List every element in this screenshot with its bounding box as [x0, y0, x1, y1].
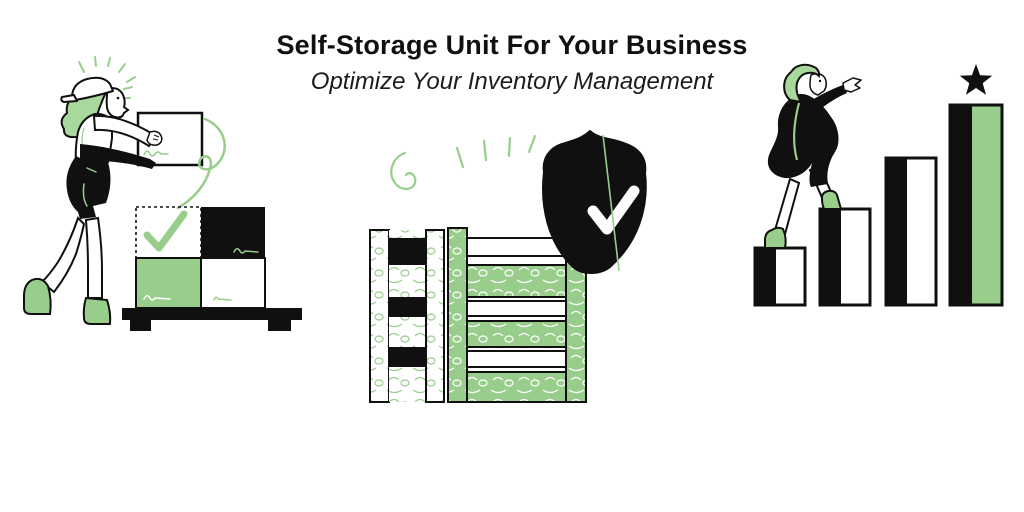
- crate-plank-mid: [425, 229, 445, 403]
- worker-eye: [116, 96, 120, 100]
- bar-3: [884, 156, 938, 307]
- crate-rail-left: [447, 227, 468, 403]
- page-title: Self-Storage Unit For Your Business: [276, 30, 748, 60]
- climber-back-leg: [773, 177, 801, 236]
- crate-gap-black-bands: [389, 238, 426, 367]
- climber-pointing-hand: [842, 77, 862, 93]
- white-box-scribble: [213, 296, 232, 301]
- worker-face: [105, 87, 130, 119]
- climber-hair: [783, 63, 821, 104]
- shield-checkmark: [587, 185, 640, 235]
- bar-2: [818, 207, 872, 307]
- secured-crate-svg: [369, 130, 647, 403]
- crate-plank-left: [369, 229, 390, 403]
- pallet: [122, 308, 302, 331]
- crate-slat-white-2: [454, 300, 583, 317]
- crate-slat-green-2: [451, 320, 586, 348]
- green-box: [135, 257, 202, 309]
- illustration-worker-stacking-boxes: [18, 56, 318, 341]
- sparkle-lines-icon: [78, 56, 136, 99]
- climber-figure: [764, 63, 862, 249]
- bar-4: [948, 103, 1004, 307]
- crate-slat-green-3: [451, 371, 586, 403]
- shield-leaf-line: [602, 134, 620, 272]
- held-box-scribble: [143, 150, 169, 157]
- black-box-scribble: [233, 248, 259, 254]
- climber-eye: [818, 79, 822, 83]
- shield-body: [542, 130, 647, 274]
- worker-cap-brim: [60, 94, 78, 103]
- climber-front-boot: [820, 189, 843, 210]
- wood-crate: [369, 227, 587, 403]
- worker-shorts-accent: [82, 167, 97, 207]
- growth-climb-svg: [753, 63, 1004, 307]
- crate-slat-white-3: [454, 350, 583, 368]
- shield-check-icon: [542, 130, 647, 274]
- worker-back-boot: [23, 277, 52, 315]
- worker-front-leg: [84, 216, 103, 299]
- page-subtitle: Optimize Your Inventory Management: [310, 68, 714, 96]
- green-box-scribble: [143, 295, 171, 301]
- swirl-icon: [390, 151, 417, 191]
- bar-steps: [753, 103, 1004, 307]
- worker-back-leg: [40, 216, 86, 294]
- worker-shorts: [66, 156, 111, 219]
- checkmark-icon: [143, 210, 188, 252]
- box-stack: [135, 206, 266, 309]
- header: Self-Storage Unit For Your Business Opti…: [0, 30, 1024, 96]
- white-box: [200, 257, 266, 309]
- worker-hand-knuckles: [152, 134, 160, 141]
- worker-lower-arm: [80, 144, 156, 169]
- black-box: [201, 207, 265, 258]
- worker-front-boot: [82, 296, 112, 325]
- illustration-secured-crate: [360, 110, 665, 420]
- worker-figure: [23, 76, 130, 325]
- worker-cap: [71, 76, 114, 101]
- worker-hand: [146, 130, 163, 146]
- worker-stacking-boxes-svg: [23, 56, 302, 331]
- illustration-growth-climb: [740, 60, 1014, 312]
- star-icon: [959, 64, 993, 95]
- climber-arm: [800, 85, 847, 117]
- ray-lines-icon: [455, 134, 537, 169]
- climber-dress: [767, 93, 839, 187]
- climber-bag-strap: [793, 102, 801, 161]
- curl-arrow-icon: [176, 117, 226, 210]
- climber-face: [809, 72, 828, 96]
- bar-1: [753, 246, 807, 307]
- climber-back-boot: [764, 226, 787, 249]
